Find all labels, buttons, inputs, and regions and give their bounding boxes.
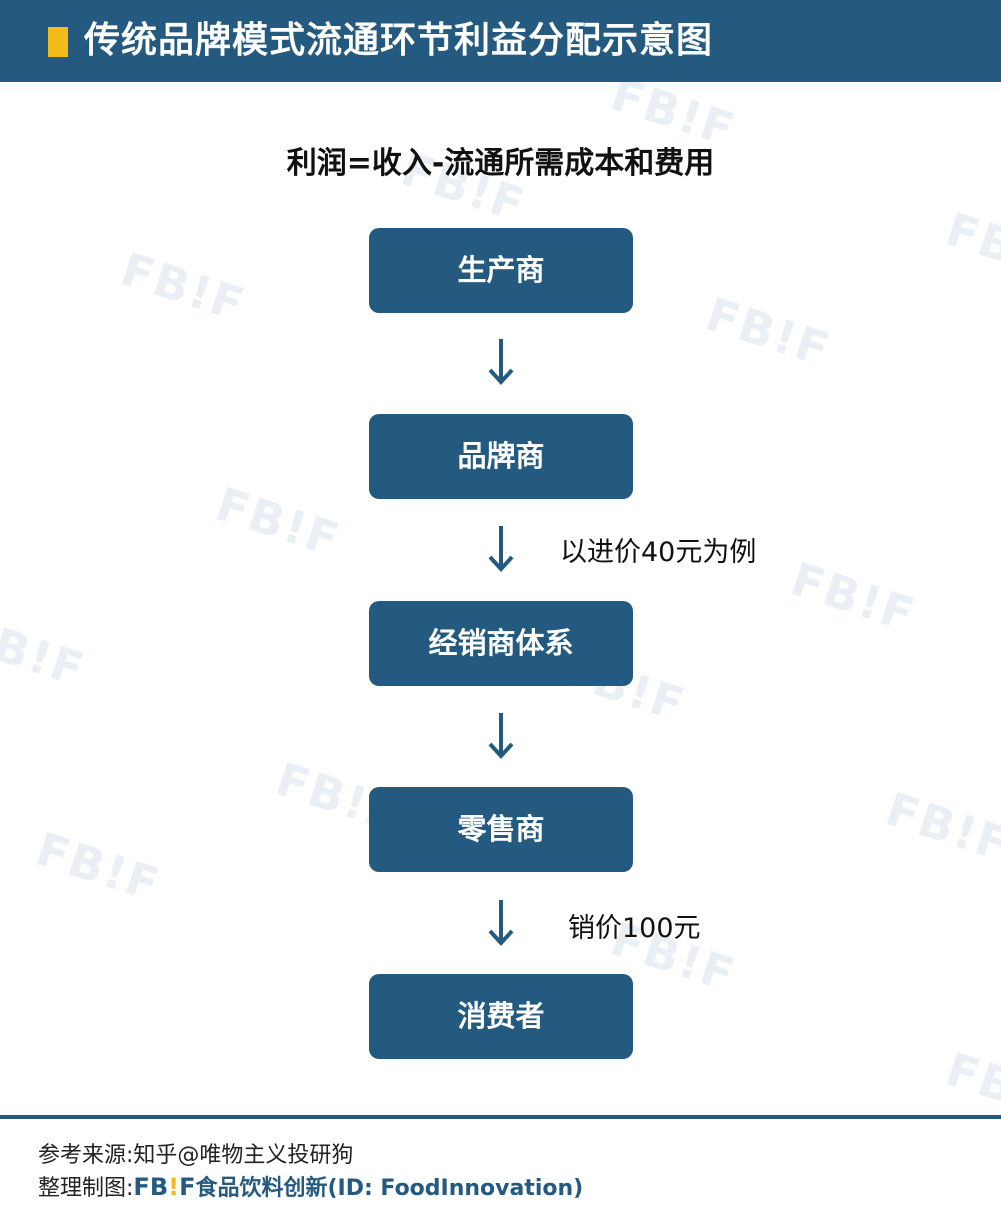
arrow-down-icon xyxy=(488,526,514,572)
arrow-down-icon xyxy=(488,713,514,759)
watermark: FB!F xyxy=(699,286,838,378)
header-accent-marker xyxy=(48,27,68,57)
header-bar: 传统品牌模式流通环节利益分配示意图 xyxy=(0,0,1001,82)
footer-source: 参考来源:知乎@唯物主义投研狗 xyxy=(38,1137,353,1169)
node-producer: 生产商 xyxy=(369,228,633,313)
watermark: FB!F xyxy=(29,821,168,913)
watermark: FB!F xyxy=(0,606,93,698)
brand-name: 食品饮料创新(ID: FoodInnovation) xyxy=(195,1176,584,1201)
footer-credit: 整理制图:FB!F食品饮料创新(ID: FoodInnovation) xyxy=(38,1170,583,1202)
watermark: FB!F xyxy=(879,781,1001,873)
arrow-down-icon xyxy=(488,900,514,946)
note-purchase-price: 以进价40元为例 xyxy=(560,537,757,568)
node-brand: 品牌商 xyxy=(369,414,633,499)
credit-label: 整理制图: xyxy=(38,1176,134,1201)
source-value: 知乎@唯物主义投研狗 xyxy=(133,1143,354,1168)
node-retailer: 零售商 xyxy=(369,787,633,872)
fbif-logo: FB!F xyxy=(133,1173,196,1201)
note-sale-price: 销价100元 xyxy=(568,913,701,944)
arrow-down-icon xyxy=(488,339,514,385)
page-title: 传统品牌模式流通环节利益分配示意图 xyxy=(84,20,714,61)
watermark: FB!F xyxy=(114,241,253,333)
footer-divider xyxy=(0,1115,1001,1119)
profit-formula: 利润=收入-流通所需成本和费用 xyxy=(286,146,715,181)
source-label: 参考来源: xyxy=(38,1143,134,1168)
watermark: FB!F xyxy=(939,201,1001,293)
watermark: FB!F xyxy=(209,476,348,568)
watermark: FB!F xyxy=(784,551,923,643)
node-consumer: 消费者 xyxy=(369,974,633,1059)
node-dealer: 经销商体系 xyxy=(369,601,633,686)
